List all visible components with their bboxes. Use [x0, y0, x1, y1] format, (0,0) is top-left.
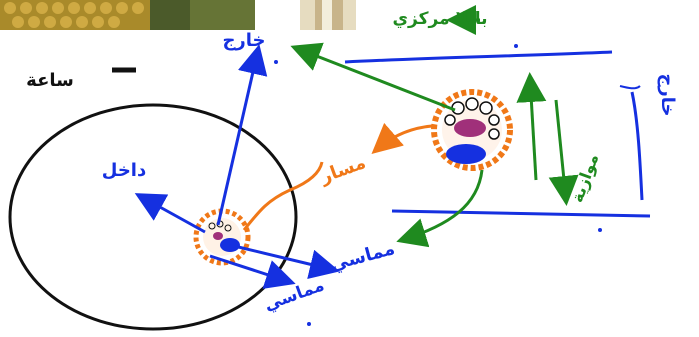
label-parallel-low: موازية	[567, 151, 602, 205]
jar-photo	[300, 0, 356, 30]
honeycomb-photo	[0, 0, 255, 30]
large-particle	[431, 89, 513, 171]
label-tangent: مماسي	[328, 238, 397, 275]
right-bracket	[630, 91, 644, 201]
green-arrow-down-left	[396, 169, 484, 248]
bottom-boundary	[391, 209, 651, 218]
label-outside-top: خارج	[222, 30, 265, 51]
bracket-top-tick	[619, 85, 641, 90]
green-arrow-down	[548, 99, 579, 206]
clock-circle	[8, 103, 298, 331]
dot-mark-2	[514, 44, 518, 48]
orange-curve-small	[242, 161, 324, 231]
small-particle	[193, 208, 251, 266]
label-perpendicular-top: باللا مركزي	[392, 9, 487, 29]
dot-mark-3	[598, 228, 602, 232]
top-boundary	[344, 50, 613, 64]
arrow-to-outside-top	[216, 44, 268, 226]
green-arrow-up-left	[290, 42, 456, 112]
dot-mark-1	[274, 60, 278, 64]
label-clock: ساعة	[26, 70, 74, 91]
arrow-lower	[209, 254, 296, 289]
dot-mark-4	[307, 322, 311, 326]
orange-arrow	[371, 122, 433, 154]
label-main-path: مسار	[317, 152, 369, 188]
label-inside: داخل	[102, 160, 146, 181]
label-outside-right: خارج	[657, 73, 678, 116]
green-arrow-up	[516, 72, 547, 181]
arrow-to-inside	[134, 193, 206, 234]
arrow-to-tangent	[229, 243, 340, 279]
